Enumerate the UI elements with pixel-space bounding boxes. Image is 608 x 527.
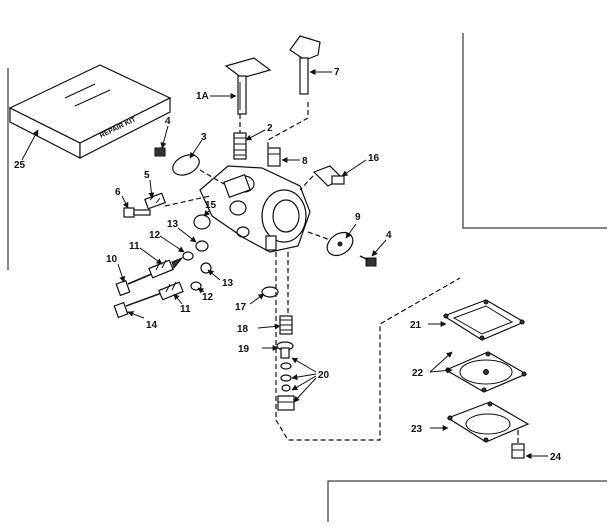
label-25: 25 <box>14 160 26 171</box>
label-13b: 13 <box>222 278 234 289</box>
label-3: 3 <box>201 132 207 143</box>
label-21: 21 <box>410 320 422 331</box>
diaphragm-22 <box>444 351 528 393</box>
label-16: 16 <box>368 153 380 164</box>
label-4a: 4 <box>165 116 171 127</box>
label-5: 5 <box>144 170 150 181</box>
frame-lines <box>7 33 607 522</box>
label-12a: 12 <box>149 230 161 241</box>
needle-14 <box>113 281 184 319</box>
label-18: 18 <box>237 324 249 335</box>
throttle-plate-3 <box>154 147 200 176</box>
needle-10 <box>115 256 184 297</box>
carburetor-body <box>199 165 311 253</box>
label-20: 20 <box>318 370 330 381</box>
spring-18 <box>279 315 293 335</box>
choke-shaft-7 <box>289 35 321 95</box>
screw-24 <box>511 443 525 459</box>
label-1a: 1A <box>196 91 209 102</box>
screw-4b <box>359 255 377 267</box>
gasket-21 <box>442 299 526 341</box>
spring-5 <box>144 192 166 210</box>
screw-6 <box>123 207 151 218</box>
dashed-leaders <box>164 102 461 441</box>
label-13a: 13 <box>167 219 179 230</box>
label-2: 2 <box>267 123 273 134</box>
label-14: 14 <box>146 320 158 331</box>
washer-13a <box>195 240 209 252</box>
label-11a: 11 <box>129 241 140 252</box>
washer-17 <box>261 286 279 298</box>
repair-kit-box: REPAIR KIT <box>8 64 172 159</box>
label-19: 19 <box>238 344 250 355</box>
label-23: 23 <box>411 424 423 435</box>
leader-arrows <box>117 69 548 459</box>
callout-labels: 25 4 3 1A 2 7 8 16 6 5 15 13 12 11 10 14… <box>14 67 562 463</box>
label-9: 9 <box>355 212 361 223</box>
label-4b: 4 <box>386 230 392 241</box>
label-12b: 12 <box>202 292 214 303</box>
throttle-shaft-1a <box>224 57 272 115</box>
label-15: 15 <box>205 200 217 211</box>
label-10: 10 <box>106 254 118 265</box>
washer-15 <box>193 214 211 230</box>
choke-plate-9 <box>326 231 354 257</box>
fitting-16 <box>312 165 345 187</box>
label-8: 8 <box>302 156 308 167</box>
label-6: 6 <box>115 187 121 198</box>
fuel-pump-stack <box>276 341 295 411</box>
label-24: 24 <box>550 452 562 463</box>
label-17: 17 <box>235 302 247 313</box>
plug-8 <box>267 147 281 167</box>
label-22: 22 <box>412 368 424 379</box>
label-7: 7 <box>334 67 340 78</box>
spring-2 <box>233 132 247 160</box>
washer-12a <box>182 251 194 261</box>
cover-23 <box>446 401 530 443</box>
label-11b: 11 <box>180 304 191 315</box>
